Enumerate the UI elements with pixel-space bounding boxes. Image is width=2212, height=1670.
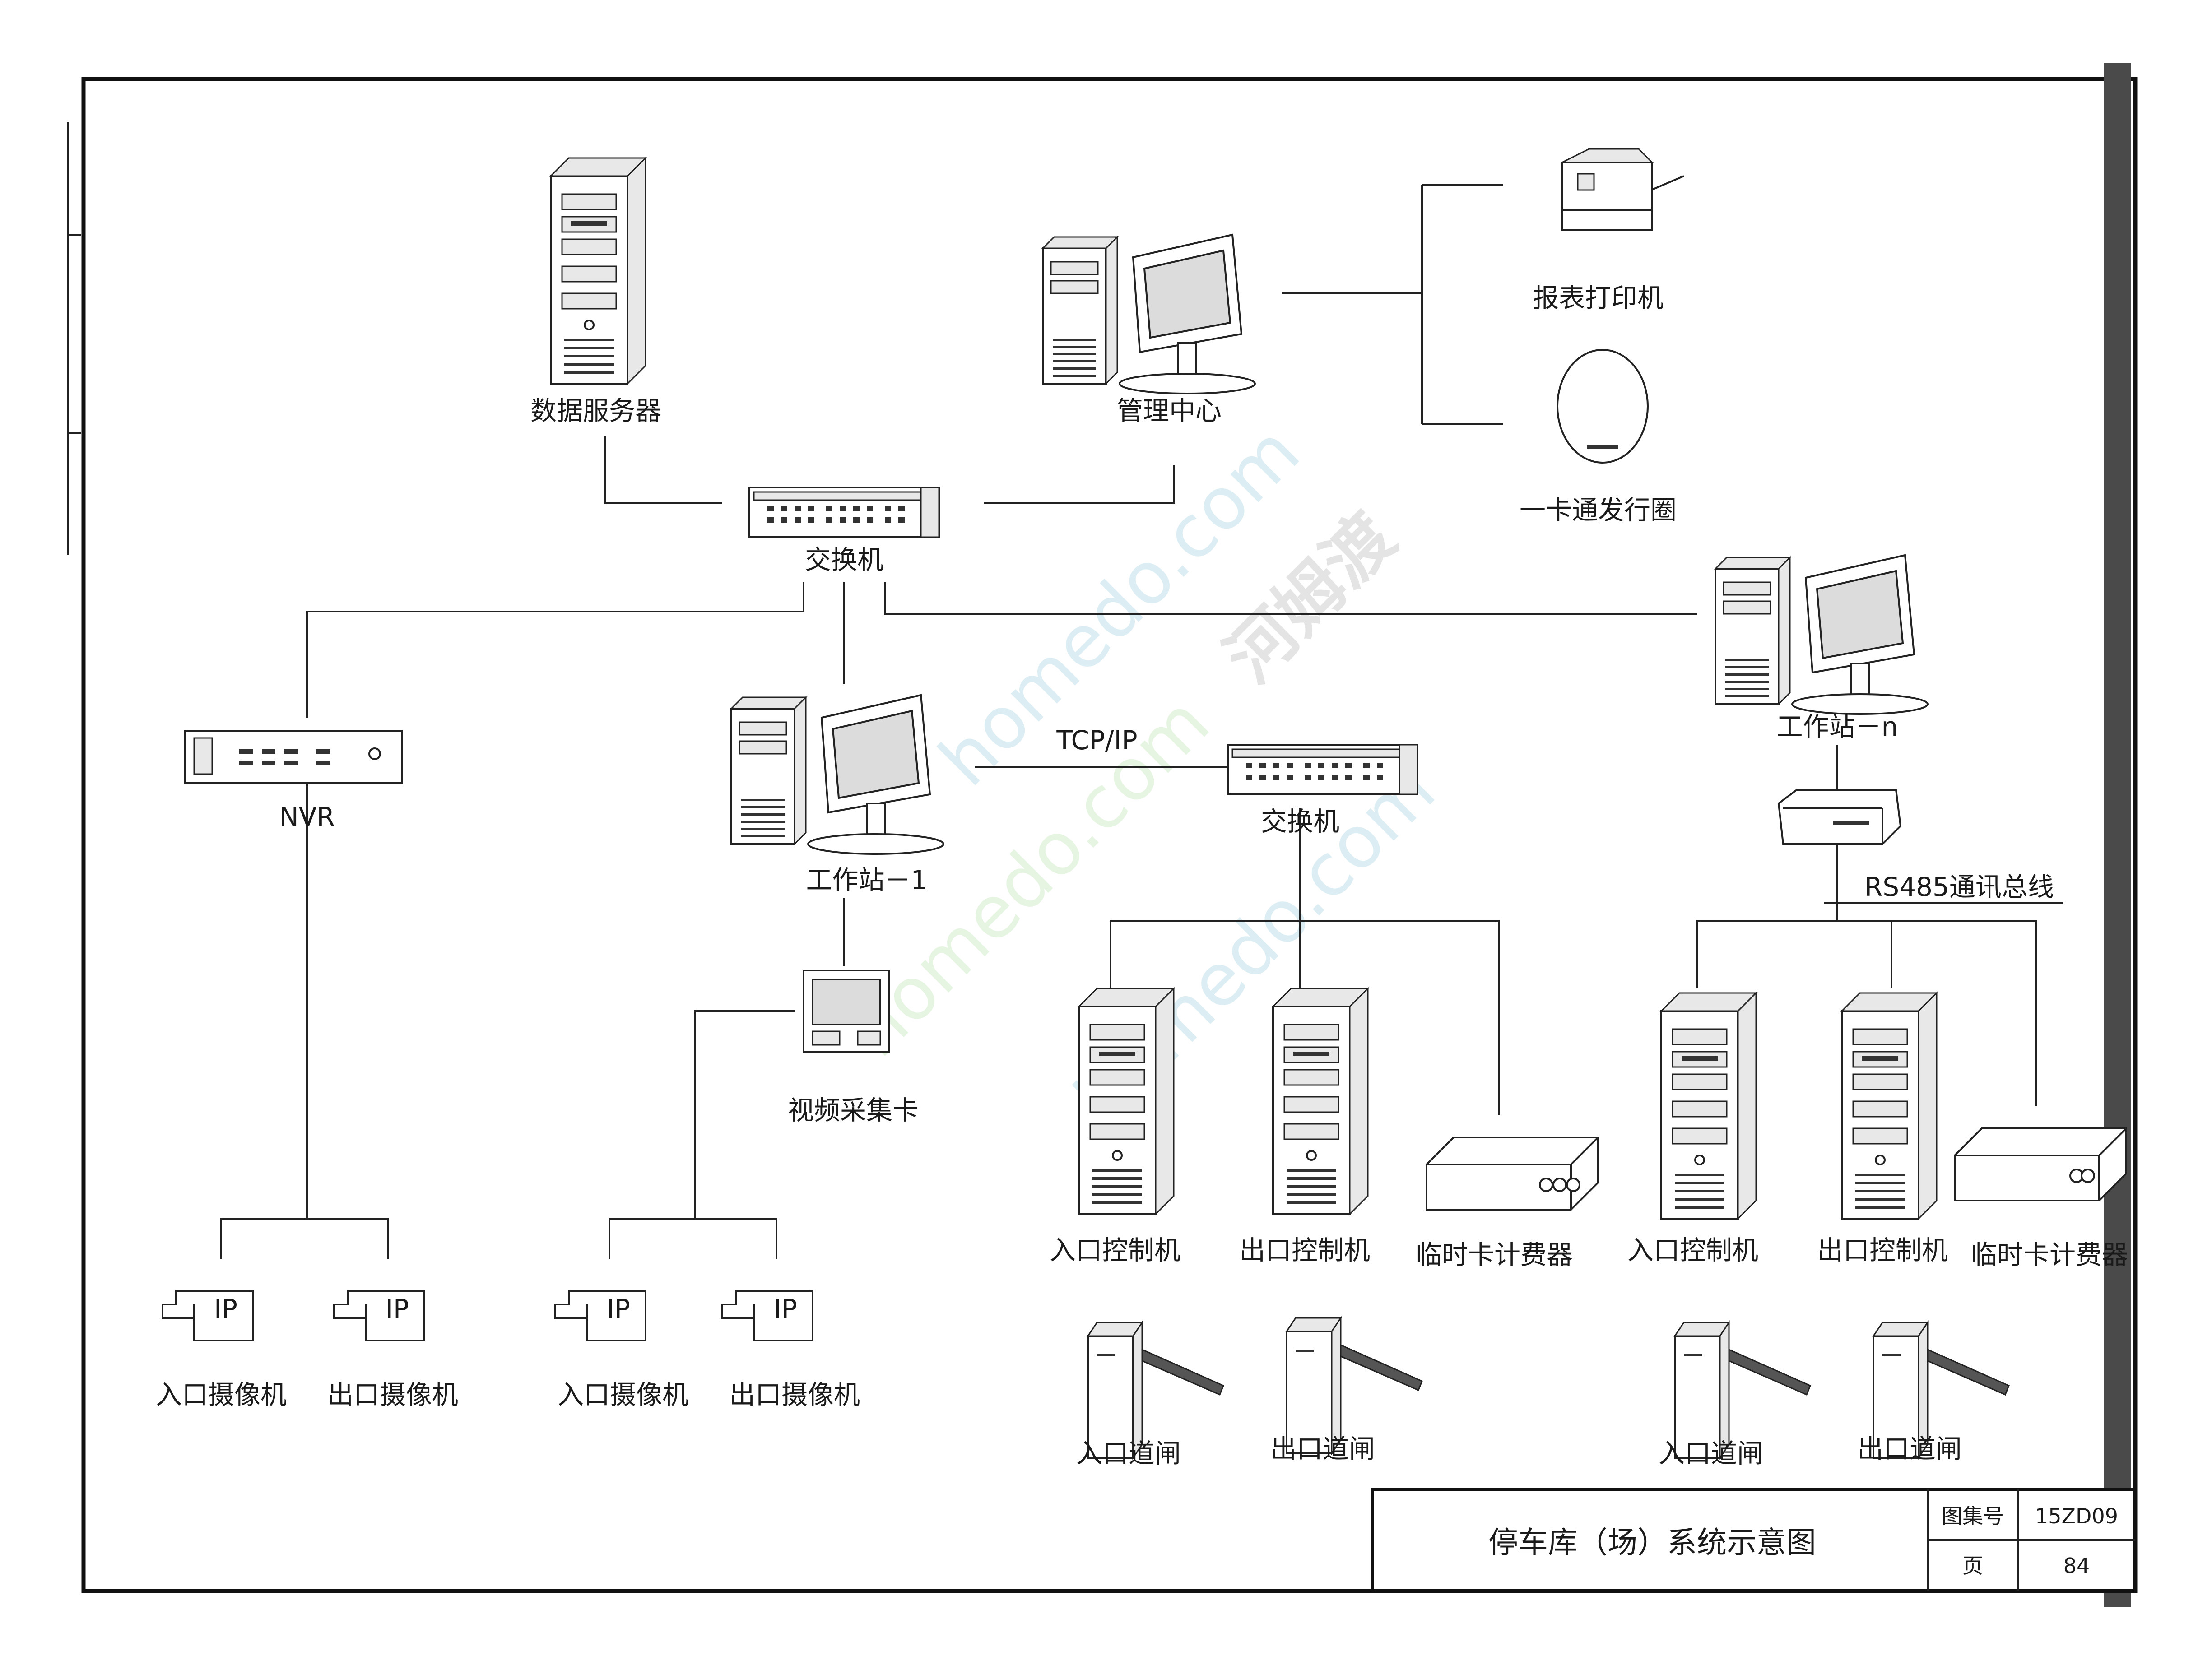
data-server: 数据服务器 [530, 157, 661, 426]
sub-switch: 交换机 [1227, 744, 1418, 837]
workstation-1: 工作站－1 [730, 694, 944, 895]
tcp-ip-label: TCP/IP [1056, 725, 1137, 756]
tcp-temp-card-meter-label: 临时卡计费器 [1416, 1239, 1573, 1270]
atlas-no-label: 图集号 [1942, 1504, 2004, 1528]
video-capture-card-label: 视频采集卡 [788, 1095, 919, 1126]
tcp-exit-gate: 出口道闸 [1270, 1317, 1423, 1464]
tcp-temp-card-meter: 临时卡计费器 [1416, 1137, 1599, 1270]
nvr-label: NVR [279, 802, 335, 832]
tcp-exit-gate-label: 出口道闸 [1270, 1433, 1375, 1464]
rs485-bus-label: RS485通讯总线 [1864, 872, 2054, 902]
rs485-entry-gate-label: 入口道闸 [1659, 1438, 1763, 1469]
margin-marks [67, 122, 81, 555]
camera-ip-tag: IP [214, 1294, 237, 1324]
page-value: 84 [2063, 1554, 2090, 1578]
sub-switch-label: 交换机 [1261, 806, 1339, 837]
camera-ip-tag: IP [607, 1294, 630, 1324]
rs485-exit-gate: 出口道闸 [1857, 1322, 2010, 1464]
workstation-1-label: 工作站－1 [806, 865, 928, 895]
rs485-temp-card-meter-label: 临时卡计费器 [1971, 1239, 2128, 1270]
camera-card-entry: IP 入口摄像机 [554, 1290, 688, 1410]
camera-card-entry-label: 入口摄像机 [558, 1379, 688, 1410]
card-issuer: 一卡通发行圈 [1520, 349, 1677, 525]
rs485-exit-controller-label: 出口控制机 [1817, 1235, 1948, 1266]
tcp-entry-controller-label: 入口控制机 [1050, 1235, 1180, 1266]
tcp-entry-controller: 入口控制机 [1050, 988, 1180, 1266]
tcp-exit-controller-label: 出口控制机 [1239, 1235, 1370, 1266]
drawing-title: 停车库（场）系统示意图 [1488, 1525, 1816, 1560]
workstation-n: 工作站－n [1715, 554, 1929, 742]
core-switch-label: 交换机 [805, 544, 883, 575]
rs485-entry-controller-label: 入口控制机 [1627, 1235, 1758, 1266]
rs485-entry-controller: 入口控制机 [1627, 992, 1758, 1266]
drawing-frame [81, 77, 2138, 1593]
scan-shadow-edge [2104, 63, 2131, 1607]
rs485-exit-gate-label: 出口道闸 [1857, 1433, 1962, 1464]
rs485-entry-gate: 入口道闸 [1659, 1322, 1811, 1469]
data-server-label: 数据服务器 [530, 395, 661, 426]
rs485-converter [1777, 789, 1902, 845]
management-center-label: 管理中心 [1117, 395, 1222, 426]
title-block: 停车库（场）系统示意图 图集号 15ZD09 页 84 [1371, 1488, 2137, 1593]
report-printer: 报表打印机 [1533, 148, 1684, 313]
nvr: NVR [184, 730, 403, 832]
rs485-exit-controller: 出口控制机 [1817, 992, 1948, 1266]
camera-ip-tag: IP [386, 1294, 409, 1324]
card-issuer-label: 一卡通发行圈 [1520, 495, 1677, 525]
core-switch: 交换机 [748, 487, 940, 575]
camera-ip-tag: IP [774, 1294, 797, 1324]
page-label: 页 [1962, 1554, 1983, 1578]
atlas-no-value: 15ZD09 [2035, 1504, 2118, 1528]
connection-lines [220, 184, 2063, 1259]
rs485-temp-card-meter: 临时卡计费器 [1954, 1127, 2128, 1270]
camera-nvr-exit-label: 出口摄像机 [327, 1379, 458, 1410]
camera-nvr-entry: IP 入口摄像机 [156, 1290, 287, 1410]
report-printer-label: 报表打印机 [1533, 283, 1664, 313]
camera-nvr-exit: IP 出口摄像机 [327, 1290, 458, 1410]
tcp-exit-controller: 出口控制机 [1239, 988, 1370, 1266]
workstation-n-label: 工作站－n [1777, 711, 1898, 742]
management-center: 管理中心 [1042, 234, 1256, 426]
tcp-entry-gate: 入口道闸 [1076, 1322, 1224, 1469]
camera-card-exit: IP 出口摄像机 [721, 1290, 860, 1410]
camera-card-exit-label: 出口摄像机 [729, 1379, 860, 1410]
camera-nvr-entry-label: 入口摄像机 [156, 1379, 287, 1410]
video-capture-card: 视频采集卡 [788, 970, 919, 1126]
tcp-entry-gate-label: 入口道闸 [1076, 1438, 1181, 1469]
